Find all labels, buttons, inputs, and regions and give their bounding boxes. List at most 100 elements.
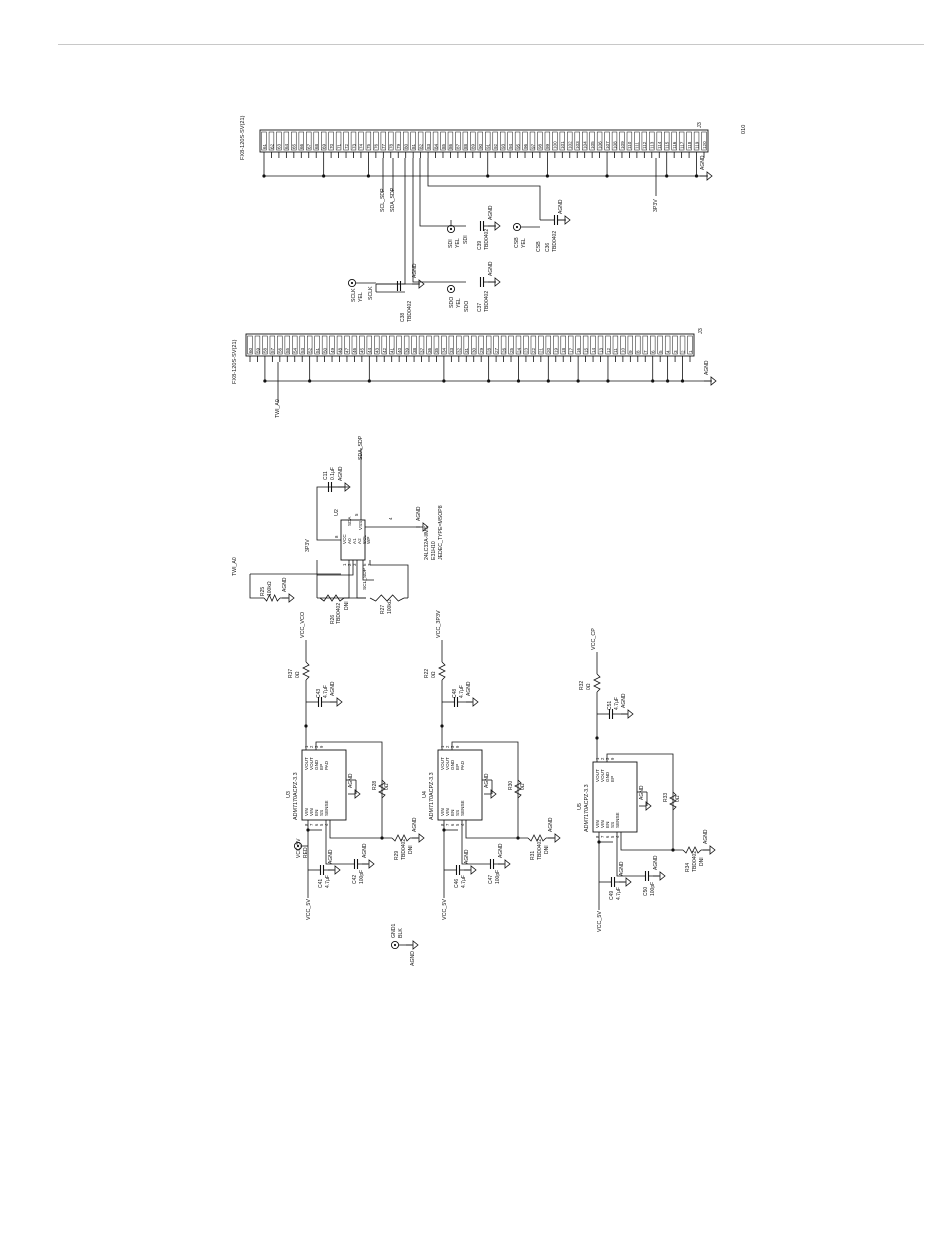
- connector-j3-top-pin: [626, 131, 633, 151]
- connector-j3-top-pin-number: 76: [374, 143, 379, 149]
- ldo-u5-c-out-ref: C51: [607, 701, 613, 710]
- testpoint-csb: [512, 222, 522, 232]
- connector-j3-top-3p3v: 3P3V: [653, 199, 659, 212]
- capacitor-c36-value: TBD0402: [552, 231, 558, 252]
- ldo-u4-c-out-value: 4.7µF: [459, 685, 465, 698]
- connector-j3-top-pin: [358, 131, 364, 151]
- junction-dot: [380, 836, 384, 840]
- ldo-u3-pinnum: 9: [319, 745, 324, 748]
- connector-j3-top-pin-number: 100: [553, 141, 558, 149]
- connector-j3-top-pin-number: 68: [314, 143, 319, 149]
- ldo-u3-pinnum: 7: [309, 823, 314, 826]
- connector-j3-top-pin: [559, 131, 565, 151]
- connector-j3-bottom-pin: [679, 335, 686, 355]
- connector-j3-top-pin-number: 82: [418, 143, 423, 149]
- junction-dot: [694, 174, 699, 178]
- connector-j3-bottom-pin-number: 39: [404, 347, 409, 353]
- ldo-u3-pinnum: 8: [304, 823, 309, 826]
- connector-j3-top-pin-number: 75: [366, 143, 371, 149]
- connector-j3-bottom-pin: [247, 335, 253, 355]
- connector-j3-bottom-pin: [650, 335, 656, 355]
- ldo-u5-pin-right: VOUT: [595, 769, 600, 782]
- connector-j3-bottom-pin: [672, 335, 678, 355]
- junction-dot: [442, 379, 446, 383]
- ldo-u3-pin-right: PAD: [324, 760, 329, 770]
- connector-j3-top-pin-number: 94: [508, 143, 513, 149]
- capacitor-c38-value: TBD0402: [407, 301, 413, 322]
- connector-j3-bottom-pin-number: 23: [524, 347, 529, 353]
- testpoint-sdi-net: SDI: [463, 235, 469, 244]
- connector-j3-bottom-pin: [426, 335, 432, 355]
- ldo-u5-c-out-agnd: [627, 709, 634, 719]
- connector-j3-bottom-pin-number: 8: [636, 350, 641, 353]
- connector-j3-top-pin-number: 89: [471, 143, 476, 149]
- ldo-u4-c-ss-agnd: [504, 859, 511, 869]
- connector-j3-top-pin-number: 120: [702, 141, 707, 149]
- ldo-u4-r-out-ref: R22: [424, 669, 430, 678]
- connector-j3-top-pin-number: 116: [672, 141, 677, 149]
- ldo-u4-ss-net: [461, 820, 490, 865]
- ldo-u3-c-out-ref: C43: [316, 689, 322, 698]
- connector-j3-bottom-pin: [448, 335, 455, 355]
- testpoint-sclk-ref: SCLK: [351, 288, 357, 302]
- junction-dot: [516, 836, 520, 840]
- connector-j3-top-pin: [514, 131, 521, 151]
- connector-j3-top-pin-number: 108: [612, 141, 617, 149]
- connector-j3-bottom-pin: [307, 335, 313, 355]
- ldo-u4-part: ADM7170ACPZ-3.3: [429, 772, 435, 820]
- connector-j3-top-pin: [693, 131, 700, 151]
- resistor-r26-value: TBD0402: [336, 603, 342, 624]
- ldo-u3-ss-net: [325, 820, 354, 865]
- junction-dot: [665, 174, 669, 178]
- connector-j3-top-pin-number: 93: [500, 143, 505, 149]
- scl-net: [362, 560, 374, 581]
- testpoint-sdi-color: YEL: [455, 238, 461, 248]
- resistor-r27: [369, 594, 405, 602]
- junction-dot: [442, 828, 446, 832]
- eeprom-pinnum-a0: 1: [342, 563, 347, 566]
- ldo-u4-ic-agnd: [490, 789, 497, 799]
- ldo-u4-r-fb-ref: R30: [508, 781, 514, 790]
- connector-j3-top-pin-number: 85: [441, 143, 446, 149]
- connector-j3-top-pin-number: 86: [448, 143, 453, 149]
- connector-j3-bottom-pin: [471, 335, 477, 355]
- ldo-u4-pinnum: 2: [445, 745, 450, 748]
- connector-j3-top-pin-number: 103: [575, 141, 580, 149]
- scl-sdp-label: SCL_SDP: [380, 188, 386, 212]
- connector-j3-bottom-pin: [620, 335, 626, 355]
- connector-j3-top-pin: [335, 131, 342, 151]
- ground-label: AGND: [412, 263, 418, 278]
- connector-j3-bottom-ref: J3: [698, 328, 704, 334]
- connector-j3-top-pin-number: 110: [627, 141, 632, 149]
- connector-j3-top-pin: [343, 131, 349, 151]
- connector-j3-bottom-pin: [657, 335, 663, 355]
- ldo-u5-c-out-value: 4.7µF: [614, 697, 620, 710]
- connector-j3-top-pin-number: 81: [411, 143, 416, 149]
- a1-net: [317, 560, 354, 576]
- connector-j3-bottom-pin-number: 26: [501, 347, 506, 353]
- connector-j3-bottom-pin-number: 31: [464, 347, 469, 353]
- connector-j3-top-pin: [276, 131, 282, 151]
- connector-j3-bottom-pin: [418, 335, 425, 355]
- connector-j3-top-pin: [522, 131, 528, 151]
- connector-j3-top-pin: [604, 131, 610, 151]
- connector-j3-bottom-pin: [403, 335, 410, 355]
- ldo-u3-c-ss-ref: C42: [352, 875, 358, 884]
- connector-j3-top-pin: [582, 131, 588, 151]
- junction-dot: [367, 379, 371, 383]
- twi-a0-label: TWI_A0: [275, 399, 281, 418]
- connector-j3-top-pin: [306, 131, 312, 151]
- junction-dot: [545, 174, 549, 178]
- testpoint-sdo-color: YEL: [456, 298, 462, 308]
- ldo-u5-sense-lower: [620, 832, 683, 851]
- connector-j3-top-pin-number: 87: [456, 143, 461, 149]
- ldo-u3-pin-right: VOUT: [309, 757, 314, 770]
- ldo-u3-r-out-value: 0Ω: [295, 671, 301, 678]
- eeprom-pinnum-sda: 5: [354, 513, 359, 516]
- connector-j3-bottom-pin-number: 46: [352, 347, 357, 353]
- ground-label: AGND: [484, 773, 490, 788]
- connector-j3-top-pin: [462, 131, 469, 151]
- ldo-u5-sense-net: [606, 753, 674, 850]
